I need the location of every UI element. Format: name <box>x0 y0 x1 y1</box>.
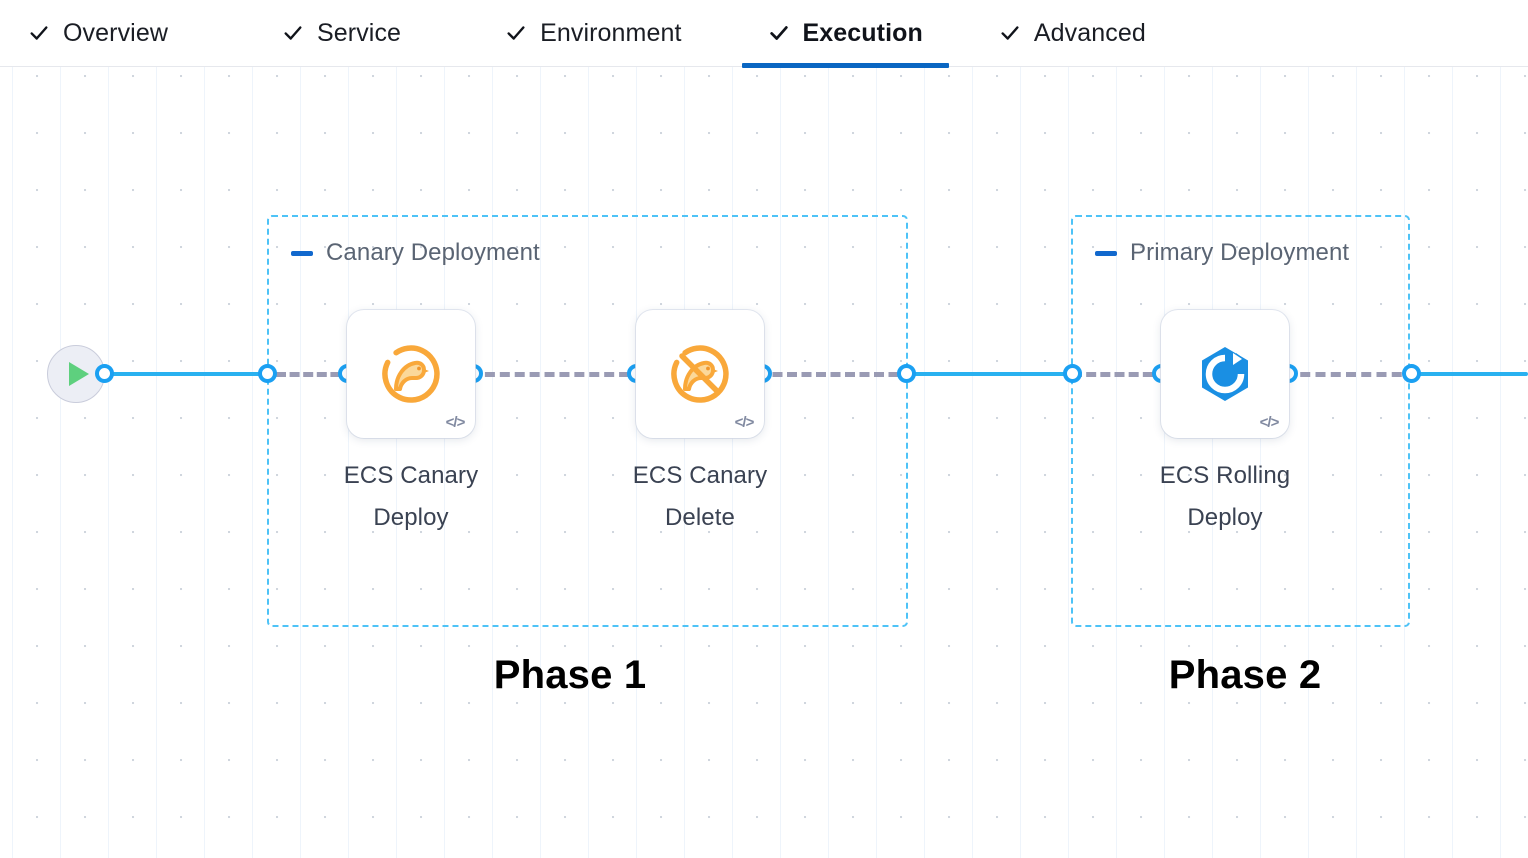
tab-service-label: Service <box>317 19 402 47</box>
edge-ecs-canary-deploy-to-ecs-canary-delete[interactable] <box>470 372 644 377</box>
minus-icon[interactable] <box>291 250 313 256</box>
port-phase2-input[interactable] <box>1063 364 1082 383</box>
group-canary-deployment[interactable]: Canary Deployment <box>267 215 908 627</box>
tab-service[interactable]: Service <box>254 0 429 67</box>
tab-overview[interactable]: Overview <box>0 0 196 67</box>
tab-advanced-label: Advanced <box>1033 19 1146 47</box>
canary-bird-icon <box>347 310 475 438</box>
node-ecs-canary-deploy[interactable]: </> <box>347 310 475 438</box>
edge-phase2-entry-to-ecs-rolling-deploy[interactable] <box>1072 372 1167 377</box>
node-ecs-rolling-deploy[interactable]: </> <box>1161 310 1289 438</box>
pipeline-canvas[interactable]: Canary Deployment Primary Deployment <box>0 67 1528 858</box>
tab-execution-label: Execution <box>802 19 923 47</box>
tab-advanced[interactable]: Advanced <box>971 0 1174 67</box>
group-primary-deployment-title: Primary Deployment <box>1130 239 1350 266</box>
group-canary-deployment-header: Canary Deployment <box>291 240 540 266</box>
check-icon <box>28 22 50 44</box>
phase-2-caption: Phase 2 <box>1168 653 1322 697</box>
group-primary-deployment[interactable]: Primary Deployment <box>1071 215 1410 627</box>
check-icon <box>768 22 790 44</box>
node-ecs-canary-delete-label: ECS Canary Delete <box>632 462 768 531</box>
check-icon <box>505 22 527 44</box>
edge-ecs-rolling-deploy-to-phase2-exit[interactable] <box>1285 372 1417 377</box>
canary-bird-slash-icon <box>636 310 764 438</box>
node-ecs-canary-deploy-label: ECS Canary Deploy <box>343 462 479 531</box>
node-ecs-canary-delete[interactable]: </> <box>636 310 764 438</box>
port-phase1-output[interactable] <box>897 364 916 383</box>
edge-ecs-canary-delete-to-phase1-exit[interactable] <box>758 372 913 377</box>
edge-start-to-phase1[interactable] <box>104 372 274 376</box>
edge-phase1-to-phase2[interactable] <box>908 372 1078 376</box>
edge-phase2-to-next[interactable] <box>1412 372 1528 376</box>
code-badge-icon[interactable]: </> <box>1259 413 1280 431</box>
tab-environment-label: Environment <box>540 19 682 47</box>
tab-execution[interactable]: Execution <box>740 0 951 68</box>
tab-overview-label: Overview <box>63 19 168 47</box>
phase-1-caption: Phase 1 <box>493 653 647 697</box>
code-badge-icon[interactable]: </> <box>734 413 755 431</box>
group-canary-deployment-title: Canary Deployment <box>326 239 540 266</box>
check-icon <box>999 22 1021 44</box>
check-icon <box>282 22 304 44</box>
node-ecs-rolling-deploy-label: ECS Rolling Deploy <box>1159 462 1291 531</box>
pipeline-tab-bar: Overview Service Environment Execution <box>0 0 1528 68</box>
port-phase2-output[interactable] <box>1402 364 1421 383</box>
play-icon <box>69 362 89 386</box>
minus-icon[interactable] <box>1095 250 1117 256</box>
rolling-deploy-icon <box>1161 310 1289 438</box>
port-start-output[interactable] <box>95 364 114 383</box>
group-primary-deployment-header: Primary Deployment <box>1095 240 1349 266</box>
tab-environment[interactable]: Environment <box>477 0 709 67</box>
edge-phase1-entry-to-ecs-canary-deploy[interactable] <box>276 372 354 377</box>
port-phase1-input[interactable] <box>258 364 277 383</box>
code-badge-icon[interactable]: </> <box>445 413 466 431</box>
